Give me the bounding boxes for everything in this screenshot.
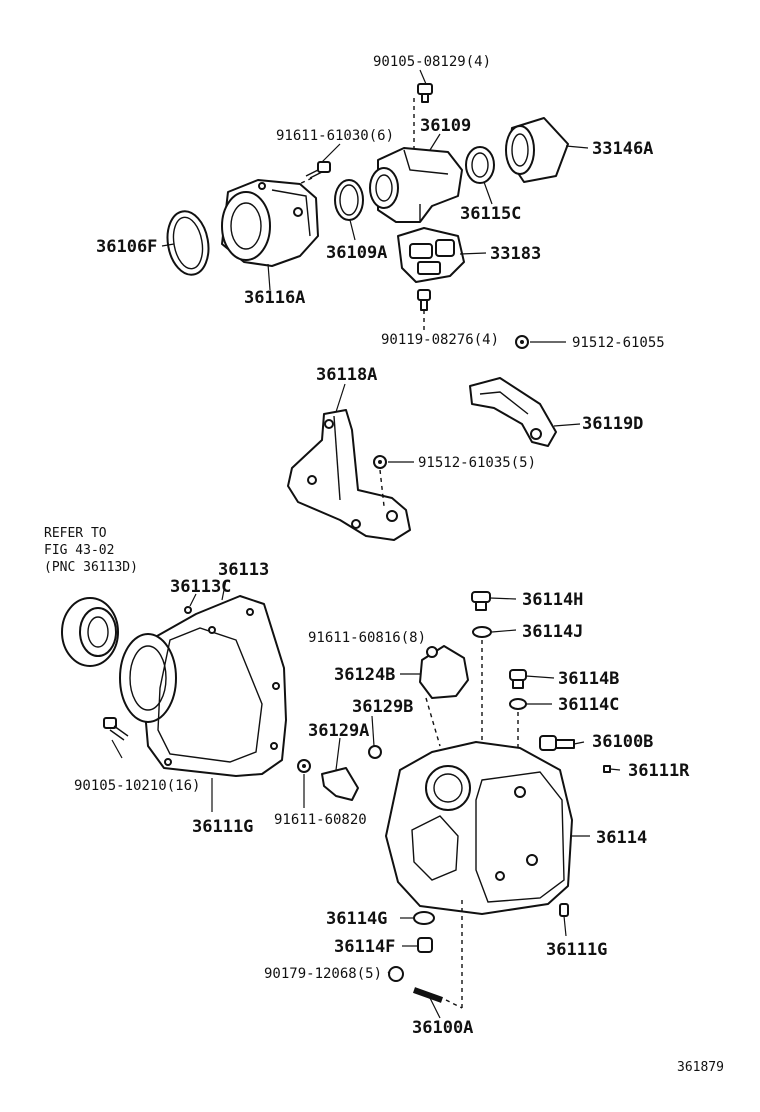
bolt-90119-08276	[417, 289, 431, 311]
seal-36115c	[465, 146, 495, 184]
pin-36111g-right	[559, 903, 569, 917]
pin-36111r	[603, 765, 611, 773]
seal-reference	[61, 597, 119, 667]
washer-91611-60820	[297, 759, 311, 773]
gasket-36114c	[509, 698, 527, 710]
label-36114f: 36114F	[334, 937, 395, 957]
case-36114	[385, 741, 573, 915]
label-90105-10210: 90105-10210(16)	[74, 778, 200, 794]
label-36124b: 36124B	[334, 665, 395, 685]
label-91611-60816: 91611-60816(8)	[308, 630, 426, 646]
pin-36113c	[184, 606, 192, 614]
bracket-36109	[369, 147, 463, 223]
nut-90179-12068	[388, 966, 404, 982]
label-36114: 36114	[596, 828, 647, 848]
bracket-36118a	[287, 409, 411, 541]
label-36118a: 36118A	[316, 365, 377, 385]
label-36111r: 36111R	[628, 761, 690, 781]
label-36129b: 36129B	[352, 697, 413, 717]
label-90105-08129: 90105-08129(4)	[373, 54, 491, 70]
washer-91512-61035	[373, 455, 387, 469]
refer-note-line-1: REFER TO	[44, 526, 107, 541]
refer-note-line-2: FIG 43-02	[44, 543, 114, 558]
case-36113	[119, 595, 287, 777]
label-36119d: 36119D	[582, 414, 643, 434]
label-33146a: 33146A	[592, 139, 653, 159]
bolt-36100b	[539, 735, 575, 751]
plug-36114f	[417, 937, 433, 953]
label-91512-61035: 91512-61035(5)	[418, 455, 536, 471]
label-36113: 36113	[218, 560, 269, 580]
refer-note-line-3: (PNC 36113D)	[44, 560, 138, 575]
plug-36114b	[509, 669, 527, 689]
gasket-36114g	[413, 911, 435, 925]
label-33183: 33183	[490, 244, 541, 264]
bolt-91611-61030	[305, 161, 331, 179]
label-36100b: 36100B	[592, 732, 653, 752]
figure-number: 361879	[677, 1060, 724, 1075]
sleeve-33146a	[505, 117, 569, 183]
leader-lines	[111, 69, 621, 1019]
bolt-90105-10210	[103, 717, 129, 741]
label-36114h: 36114H	[522, 590, 583, 610]
label-36114b: 36114B	[558, 669, 619, 689]
label-36111g-right: 36111G	[546, 940, 607, 960]
shifter-33183	[397, 227, 465, 283]
part-36129b	[368, 745, 382, 759]
label-36114j: 36114J	[522, 622, 583, 642]
gasket-36114j	[472, 626, 492, 638]
ring-36109a	[334, 179, 364, 221]
label-36100a: 36100A	[412, 1018, 473, 1038]
label-91512-61055: 91512-61055	[572, 335, 665, 351]
label-36114g: 36114G	[326, 909, 387, 929]
label-91611-61030: 91611-61030(6)	[276, 128, 394, 144]
part-labels: 90105-08129(4) 91611-61030(6) 36109 3314…	[44, 54, 724, 1075]
leader-dashed	[445, 999, 463, 1009]
o-ring-36106f	[166, 210, 210, 276]
leader-dashed	[425, 697, 441, 747]
label-91611-60820: 91611-60820	[274, 812, 367, 828]
label-90119-08276: 90119-08276(4)	[381, 332, 499, 348]
label-36113c: 36113C	[170, 577, 231, 597]
cover-36124b	[419, 645, 469, 699]
washer-91512-61055	[515, 335, 529, 349]
bracket-36129a	[321, 767, 359, 801]
label-36115c: 36115C	[460, 204, 521, 224]
plug-36114h	[471, 591, 491, 611]
leader-dashed	[379, 469, 385, 507]
bracket-36119d	[469, 377, 557, 447]
label-36109a: 36109A	[326, 243, 387, 263]
label-90179-12068: 90179-12068(5)	[264, 966, 382, 982]
stud-36100a	[412, 987, 444, 1003]
label-36109: 36109	[420, 116, 471, 136]
label-36114c: 36114C	[558, 695, 619, 715]
label-36129a: 36129A	[308, 721, 369, 741]
label-36106f: 36106F	[96, 237, 157, 257]
label-36116a: 36116A	[244, 288, 305, 308]
label-36111g-left: 36111G	[192, 817, 253, 837]
bolt-90105-08129	[417, 83, 433, 103]
housing-36116a	[221, 179, 319, 267]
